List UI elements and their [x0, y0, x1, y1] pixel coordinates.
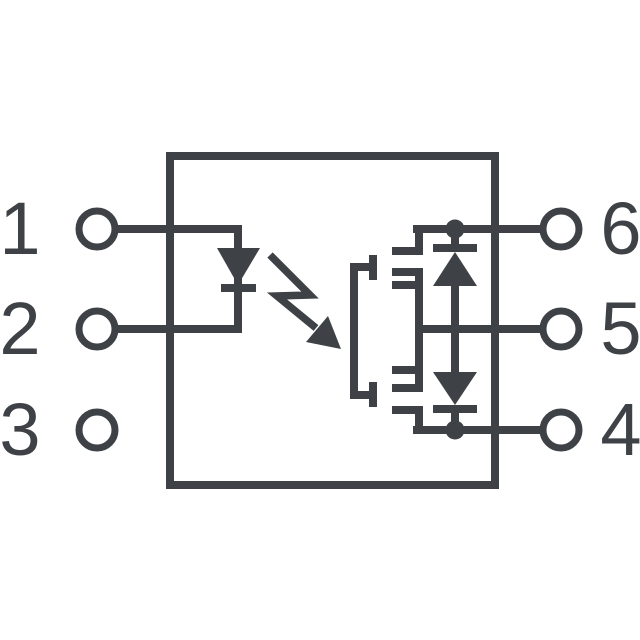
pin-5-terminal-circle [539, 307, 583, 351]
led-diode-symbol [217, 229, 260, 329]
body-diode-lower [433, 329, 477, 440]
pin-5-label: 5 [600, 287, 640, 370]
junction-dot-bottom [445, 420, 465, 440]
pin-2-label: 2 [0, 287, 41, 370]
led-anode-triangle [217, 248, 260, 285]
pin-6-label: 6 [600, 187, 640, 270]
light-emission-arrow [266, 252, 341, 349]
light-arrow-head [306, 316, 341, 349]
body-diode-upper [433, 219, 477, 329]
gate-bracket-wire [350, 263, 372, 399]
junction-dot-top [445, 219, 465, 239]
pin-4-terminal-circle [539, 408, 583, 452]
pin-2-terminal-circle [75, 307, 119, 351]
pin-4-label: 4 [600, 388, 640, 471]
pin-1-label: 1 [0, 187, 41, 270]
pin-3-terminal-circle [75, 408, 119, 452]
mosfet-channel-upper [392, 229, 423, 329]
pin-3-label: 3 [0, 388, 41, 471]
ic-package-outline [166, 152, 499, 489]
light-arrow-bolt [266, 252, 319, 331]
body-diode-upper-triangle [433, 252, 477, 286]
body-diode-lower-triangle [433, 372, 477, 405]
mosfet-channel-lower [392, 329, 423, 430]
gate-drive-bracket [350, 255, 377, 407]
pin-1-terminal-circle [75, 207, 119, 251]
pin-number-labels: 1 2 3 6 5 4 [0, 187, 640, 471]
pin-6-terminal-circle [539, 207, 583, 251]
